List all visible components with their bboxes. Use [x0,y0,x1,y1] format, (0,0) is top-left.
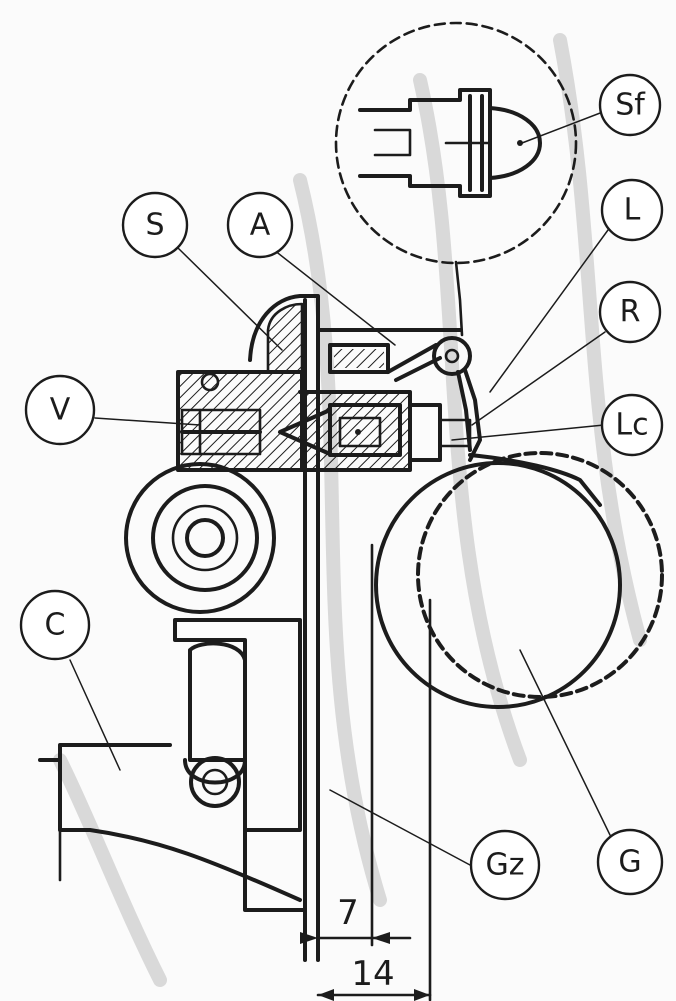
callout-g: G [596,828,664,896]
callout-a: A [226,191,294,259]
callout-s: S [121,191,189,259]
dimension-14: 14 [351,954,394,994]
dimension-lines [300,543,432,1001]
callout-s-label: S [145,208,164,243]
callout-v-label: V [50,393,71,428]
dimension-7: 7 [337,893,359,933]
callout-l: L [600,178,664,242]
float-needle-valve [278,343,472,472]
callout-sf: Sf [598,73,662,137]
callout-lc-label: Lc [615,408,648,443]
float-lever [386,336,602,507]
callout-v: V [24,374,96,446]
callout-a-label: A [250,208,271,243]
magnified-needle-detail [334,21,578,337]
callout-sf-label: Sf [615,88,646,123]
callout-l-label: L [624,193,641,228]
lower-body [38,618,307,912]
callout-c: C [19,589,91,661]
leader-lines [69,109,611,866]
callout-lc: Lc [600,393,664,457]
callout-c-label: C [45,608,66,643]
watermark [53,33,647,987]
round-boss [124,462,276,614]
carburetor-body [176,294,462,962]
callout-g-label: G [618,845,641,880]
float [374,451,664,709]
callout-r: R [598,280,662,344]
callout-gz: Gz [469,829,541,901]
callout-gz-label: Gz [486,848,525,883]
callout-r-label: R [620,295,641,330]
